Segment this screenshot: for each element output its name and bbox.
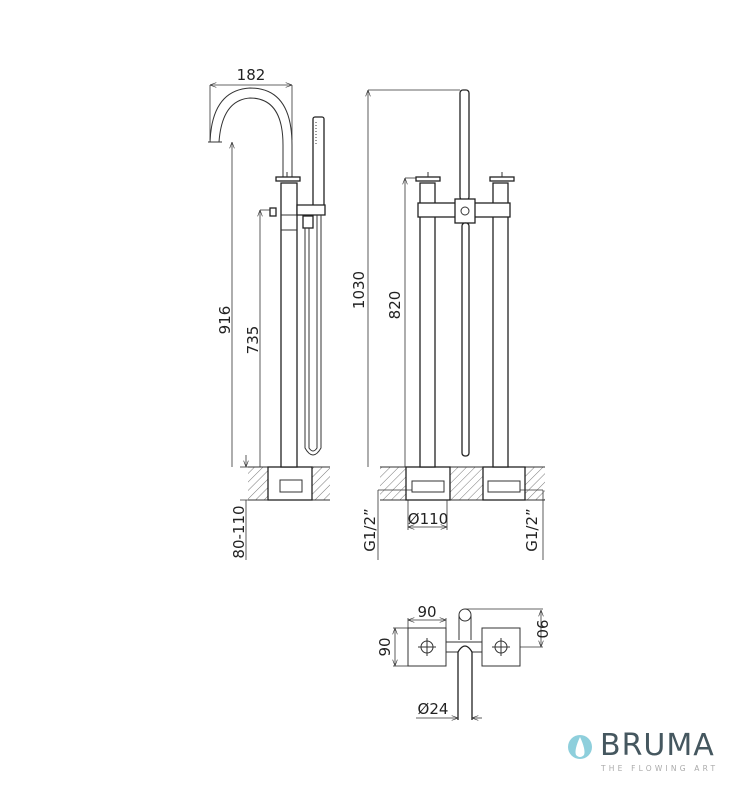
dim-diameter-24: Ø24: [418, 700, 449, 718]
dim-182: 182: [237, 66, 266, 84]
shower-rod: [459, 89, 470, 201]
logo-tagline: THE FLOWING ART: [601, 764, 719, 773]
dim-top-90-offset: 90: [533, 619, 551, 638]
top-view: 90 90 90 Ø24: [376, 603, 551, 720]
connection-left: G1/2”: [361, 508, 379, 552]
dim-916: 916: [216, 306, 234, 335]
handle-cross: [275, 176, 301, 182]
spout-inner: [218, 97, 284, 178]
spout-outer: [209, 87, 293, 178]
hand-shower: [312, 116, 325, 210]
front-view: 1030 820 Ø110 G1/2” G1/2”: [350, 89, 545, 560]
side-view: 182 916 735 80-110: [208, 66, 330, 560]
body-column: [280, 182, 298, 468]
dim-735: 735: [244, 326, 262, 355]
connection-right: G1/2”: [523, 508, 541, 552]
logo-brand: BRUMA: [600, 728, 715, 763]
dim-1030: 1030: [350, 271, 368, 309]
base-box: [267, 466, 313, 501]
dim-diameter-110: Ø110: [408, 510, 448, 528]
logo-drop-icon: [568, 735, 592, 759]
dim-top-90-width: 90: [417, 603, 436, 621]
dim-820: 820: [386, 291, 404, 320]
dim-80-110: 80-110: [230, 505, 248, 558]
dim-top-90-height: 90: [376, 637, 394, 656]
